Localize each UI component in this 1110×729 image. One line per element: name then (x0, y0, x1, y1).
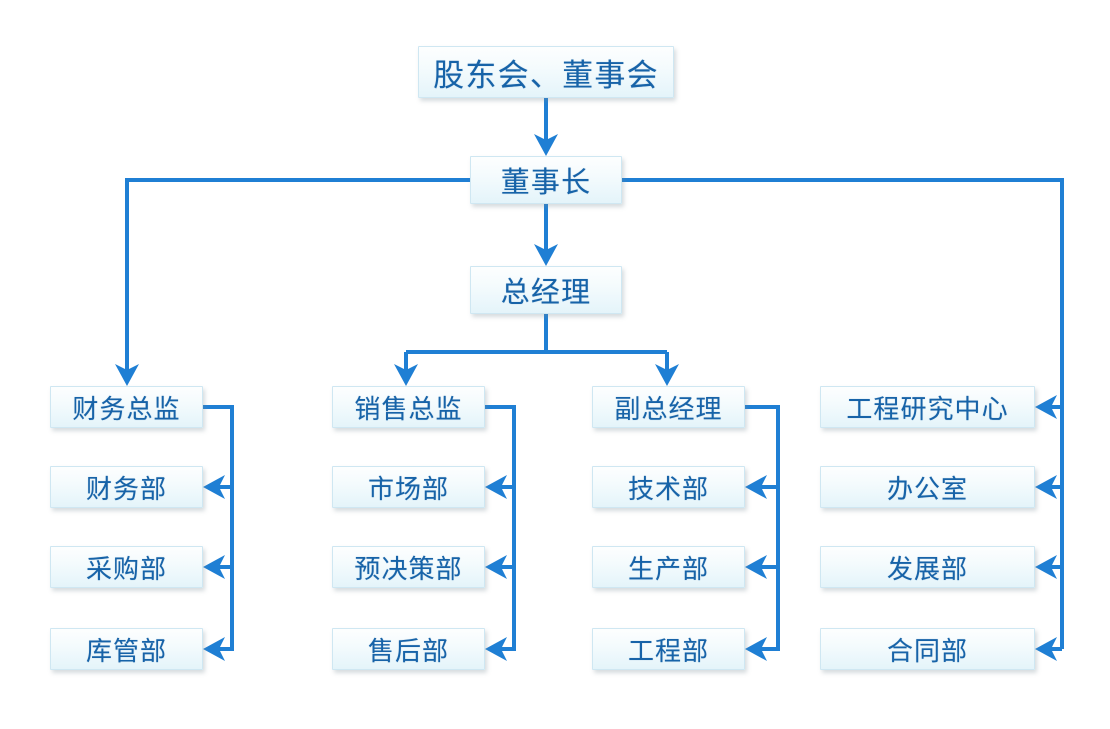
arrowhead-eng-head (1035, 395, 1057, 419)
node-chairman-label: 董事长 (500, 167, 592, 199)
edge-sales-rail (485, 405, 516, 651)
node-engineering-dept[interactable]: 工程部 (592, 628, 745, 670)
node-sales-director[interactable]: 销售总监 (332, 386, 485, 428)
node-production-dept-label: 生产部 (627, 554, 710, 584)
node-sales-director-label: 销售总监 (354, 394, 463, 424)
arrowhead-finance-dept3 (203, 637, 225, 661)
node-aftersales-dept-label: 售后部 (367, 636, 450, 666)
arrowhead-deputy-dept1 (745, 475, 767, 499)
node-purchasing-dept[interactable]: 采购部 (50, 546, 203, 588)
node-marketing-dept-label: 市场部 (367, 474, 450, 504)
edge-finance-rail (203, 405, 234, 651)
arrowhead-eng-dept3 (1035, 637, 1057, 661)
node-contract-dept[interactable]: 合同部 (820, 628, 1035, 670)
node-office[interactable]: 办公室 (820, 466, 1035, 508)
node-contract-dept-label: 合同部 (886, 636, 969, 666)
node-engineering-research-center-label: 工程研究中心 (846, 394, 1009, 424)
node-board-label: 股东会、董事会 (433, 57, 659, 93)
node-general-manager[interactable]: 总经理 (470, 266, 622, 314)
arrowhead-sales-dept3 (485, 637, 507, 661)
node-aftersales-dept[interactable]: 售后部 (332, 628, 485, 670)
node-chairman[interactable]: 董事长 (470, 156, 622, 204)
arrowhead-eng-dept2 (1035, 555, 1057, 579)
node-production-dept[interactable]: 生产部 (592, 546, 745, 588)
node-finance-dept[interactable]: 财务部 (50, 466, 203, 508)
node-development-dept-label: 发展部 (886, 554, 969, 584)
node-engineering-dept-label: 工程部 (627, 636, 710, 666)
arrowhead-sales-dept1 (485, 475, 507, 499)
node-warehouse-dept-label: 库管部 (85, 636, 168, 666)
node-finance-director-label: 财务总监 (72, 394, 181, 424)
node-technology-dept-label: 技术部 (627, 474, 710, 504)
arrowhead-chairman-gm (534, 244, 558, 266)
node-marketing-dept[interactable]: 市场部 (332, 466, 485, 508)
node-office-label: 办公室 (886, 474, 969, 504)
node-technology-dept[interactable]: 技术部 (592, 466, 745, 508)
arrowhead-finance-dept2 (203, 555, 225, 579)
node-development-dept[interactable]: 发展部 (820, 546, 1035, 588)
node-planning-dept[interactable]: 预决策部 (332, 546, 485, 588)
arrowhead-gm-deputy (655, 364, 679, 386)
arrowhead-deputy-dept3 (745, 637, 767, 661)
arrowhead-board-chairman (534, 134, 558, 156)
node-purchasing-dept-label: 采购部 (85, 554, 168, 584)
node-finance-director[interactable]: 财务总监 (50, 386, 203, 428)
arrowhead-sales-dept2 (485, 555, 507, 579)
arrowhead-gm-sales (394, 364, 418, 386)
arrowhead-eng-dept1 (1035, 475, 1057, 499)
arrowhead-chairman-finance (115, 364, 139, 386)
node-engineering-research-center[interactable]: 工程研究中心 (820, 386, 1035, 428)
node-general-manager-label: 总经理 (500, 277, 592, 309)
arrowhead-deputy-dept2 (745, 555, 767, 579)
node-deputy-general-manager-label: 副总经理 (614, 394, 723, 424)
node-warehouse-dept[interactable]: 库管部 (50, 628, 203, 670)
node-board[interactable]: 股东会、董事会 (418, 46, 674, 98)
edge-deputy-rail (745, 405, 780, 651)
edge-chairman-to-finance (125, 178, 470, 376)
node-deputy-general-manager[interactable]: 副总经理 (592, 386, 745, 428)
node-finance-dept-label: 财务部 (85, 474, 168, 504)
arrowhead-finance-dept1 (203, 475, 225, 499)
node-planning-dept-label: 预决策部 (354, 554, 463, 584)
